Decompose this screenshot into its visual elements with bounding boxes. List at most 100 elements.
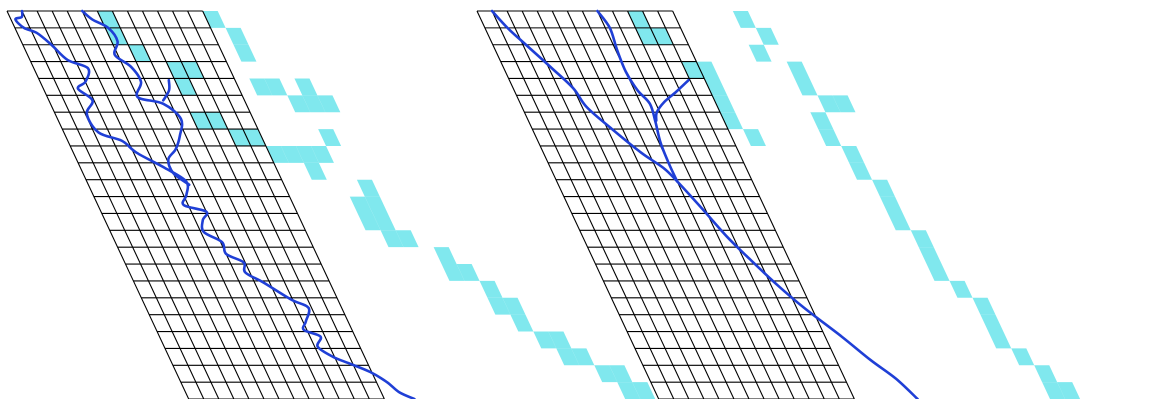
highlighted-cell — [264, 78, 288, 96]
highlighted-cell — [202, 11, 226, 28]
grid-column-line — [36, 10, 220, 399]
right-highlighted-cells — [627, 11, 1081, 399]
grid-column-line — [202, 10, 385, 399]
grid-column-line — [96, 10, 280, 399]
right-lattice-grid — [476, 10, 855, 399]
highlighted-cell — [317, 95, 341, 113]
grid-column-line — [657, 10, 840, 399]
highlighted-cell — [849, 162, 873, 180]
highlighted-cell — [204, 112, 228, 130]
grid-column-line — [157, 10, 340, 399]
highlighted-cell — [818, 129, 842, 146]
highlighted-cell — [548, 331, 572, 349]
highlighted-cell — [635, 27, 659, 45]
highlighted-cell — [972, 297, 996, 315]
highlighted-cell — [265, 145, 289, 163]
highlighted-cell — [748, 44, 772, 62]
grid-column-line — [536, 10, 720, 399]
river-path — [654, 78, 690, 122]
grid-column-line — [51, 10, 235, 399]
highlighted-cell — [97, 11, 121, 28]
highlighted-cell — [128, 44, 152, 62]
grid-column-line — [506, 10, 690, 399]
highlighted-cell — [510, 314, 534, 332]
highlighted-cell — [732, 11, 756, 28]
highlighted-cell — [294, 78, 318, 96]
grid-column-line — [172, 10, 355, 399]
highlighted-cell — [166, 61, 190, 79]
highlighted-cell — [627, 11, 651, 28]
highlighted-cell — [1011, 348, 1035, 366]
highlighted-cell — [1042, 382, 1066, 399]
left-river-paths — [14, 9, 416, 399]
highlighted-cell — [832, 95, 856, 113]
highlighted-cell — [681, 61, 705, 79]
right-river-paths — [490, 9, 919, 399]
highlighted-cell — [872, 179, 895, 197]
highlighted-cell — [280, 145, 304, 163]
grid-column-line — [141, 10, 325, 399]
left-lattice-grid — [6, 10, 385, 399]
highlighted-cell — [433, 247, 457, 265]
highlighted-cell — [479, 280, 503, 298]
highlighted-cell — [879, 196, 903, 214]
highlighted-cell — [609, 365, 633, 383]
highlighted-cell — [712, 95, 736, 113]
highlighted-cell — [357, 213, 381, 231]
grid-column-line — [627, 10, 810, 399]
grid-column-line — [551, 10, 735, 399]
highlighted-cell — [1057, 382, 1081, 399]
highlighted-cell — [617, 382, 641, 399]
highlighted-cell — [502, 297, 526, 315]
highlighted-cell — [303, 162, 327, 180]
highlighted-cell — [311, 145, 334, 163]
grid-column-line — [642, 10, 825, 399]
highlighted-cell — [988, 331, 1012, 349]
highlighted-cell — [704, 78, 728, 96]
grid-column-line — [476, 10, 660, 399]
highlighted-cell — [949, 280, 973, 298]
highlighted-cell — [594, 365, 618, 383]
highlighted-cell — [786, 61, 810, 79]
grid-column-line — [581, 10, 765, 399]
highlighted-cell — [487, 297, 511, 315]
highlighted-cell — [225, 27, 249, 45]
highlighted-cell — [380, 230, 404, 248]
grid-column-line — [491, 10, 675, 399]
grid-column-line — [66, 10, 250, 399]
highlighted-cell — [696, 61, 720, 79]
grid-column-line — [81, 10, 265, 399]
highlighted-cell — [533, 331, 557, 349]
grid-column-line — [611, 10, 795, 399]
highlighted-cell — [720, 112, 743, 130]
highlighted-cell — [227, 129, 251, 146]
highlighted-cell — [918, 247, 942, 265]
highlighted-cell — [174, 78, 197, 96]
highlighted-cell — [810, 112, 834, 130]
grid-column-line — [126, 10, 310, 399]
highlighted-cell — [841, 145, 865, 163]
highlighted-cell — [302, 95, 326, 113]
river-path — [14, 9, 416, 399]
highlighted-cell — [441, 264, 465, 281]
highlighted-cell — [910, 230, 934, 248]
grid-column-line — [521, 10, 705, 399]
right-lattice-panel — [476, 9, 1081, 399]
highlighted-cell — [395, 230, 419, 248]
highlighted-cell — [356, 179, 380, 197]
left-lattice-panel — [6, 9, 656, 399]
left-highlighted-cells — [97, 11, 656, 399]
river-path — [80, 9, 191, 187]
highlighted-cell — [556, 348, 580, 366]
highlighted-cell — [817, 95, 841, 113]
highlighted-cell — [233, 44, 257, 62]
highlighted-cell — [743, 129, 766, 146]
highlighted-cell — [1034, 365, 1058, 383]
highlighted-cell — [181, 61, 205, 79]
grid-column-line — [672, 10, 855, 399]
river-path — [161, 78, 171, 102]
highlighted-cell — [980, 314, 1004, 332]
river-path — [596, 9, 679, 183]
highlighted-cell — [318, 129, 342, 146]
grid-column-line — [21, 10, 205, 399]
